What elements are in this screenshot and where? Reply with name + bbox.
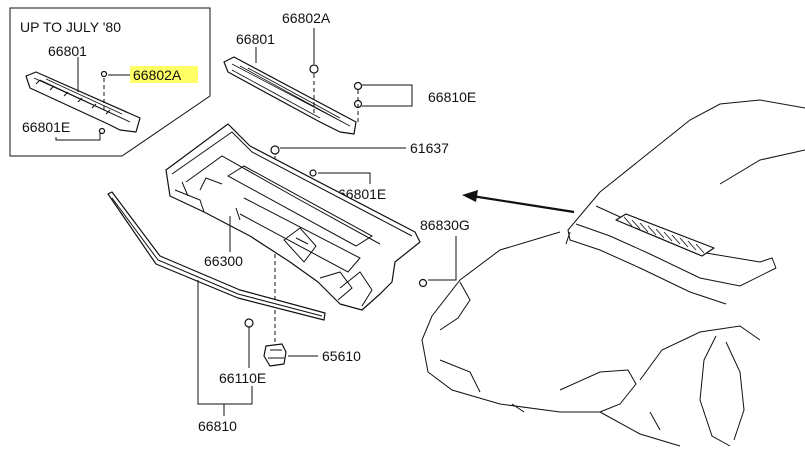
label-bracket-clip: 65610 bbox=[322, 348, 361, 364]
inset-label-clip: 66801E bbox=[22, 119, 70, 135]
car-outline bbox=[421, 99, 805, 447]
inset-panel-part bbox=[25, 71, 141, 133]
clip-right-icon bbox=[418, 278, 428, 288]
direction-arrow bbox=[462, 190, 575, 214]
inset-small-clip-icon bbox=[98, 127, 106, 135]
inset-clip-icon bbox=[100, 70, 108, 78]
bracket-clip-part bbox=[263, 343, 287, 367]
label-clip-top: 66802A bbox=[282, 10, 331, 26]
label-seal: 66810 bbox=[198, 418, 237, 434]
clip-mid-icon bbox=[309, 169, 317, 177]
label-grommet: 66110E bbox=[219, 370, 266, 386]
label-clip-right: 86830G bbox=[420, 217, 470, 233]
seal-part bbox=[107, 191, 326, 321]
upper-cover-part bbox=[223, 56, 357, 135]
label-clip-pair: 66810E bbox=[428, 89, 476, 105]
inset-label-clip-highlighted: 66802A bbox=[133, 67, 182, 83]
clip-top-icon bbox=[309, 64, 319, 74]
clip-pair-icon-1 bbox=[353, 81, 363, 91]
label-screw: 61637 bbox=[410, 140, 449, 156]
inset-label-panel: 66801 bbox=[48, 43, 87, 59]
screw-icon bbox=[270, 145, 280, 155]
inset-highlight bbox=[130, 66, 198, 83]
grommet-icon bbox=[244, 318, 254, 328]
cowl-panel-part bbox=[165, 123, 421, 311]
label-upper-cover: 66801 bbox=[236, 31, 275, 47]
label-cowl-panel: 66300 bbox=[204, 253, 243, 269]
inset-box: UP TO JULY '80 66801 66802A 66801E bbox=[9, 7, 211, 157]
inset-caption: UP TO JULY '80 bbox=[20, 19, 121, 35]
